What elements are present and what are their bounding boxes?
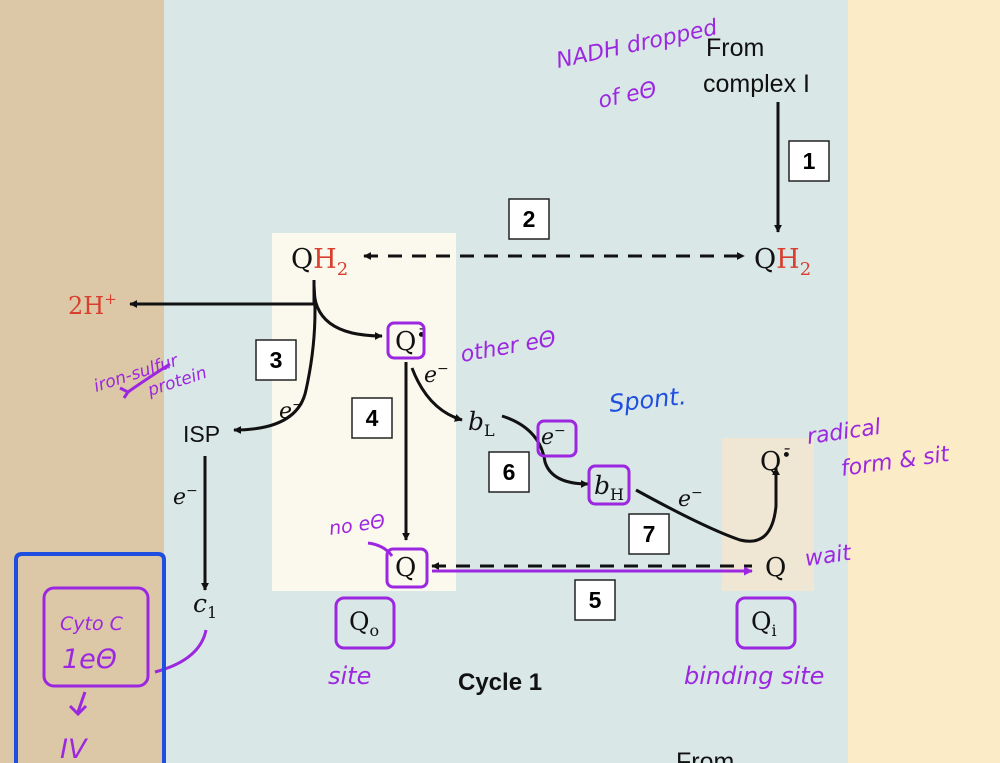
arrow-bl-to-bh <box>501 414 589 488</box>
isp-label: ISP <box>183 421 220 447</box>
membrane-left-region <box>0 0 164 763</box>
bl-base: b <box>468 407 484 436</box>
step-3-label: 3 <box>270 347 283 373</box>
step-6-box <box>488 451 530 493</box>
bl-sub: L <box>484 421 495 440</box>
electron-bl-sup: − <box>554 423 566 439</box>
arrow-bh-to-qi <box>635 467 780 543</box>
cycle-label: Cycle 1 <box>458 669 542 696</box>
from-bottom-label: From <box>676 748 734 763</box>
heme-bh-label: bH <box>594 471 624 504</box>
step-6-label: 6 <box>503 459 516 485</box>
cyto-annotation-box <box>42 586 150 688</box>
electron-c1-base: e <box>173 485 186 510</box>
electron-label-c1: e− <box>173 483 198 510</box>
qh2-left-sub: 2 <box>337 259 348 280</box>
electron-bl-base: e <box>541 425 554 450</box>
semiquinone-qi-base: Q <box>760 447 781 477</box>
electron-qo-base: e <box>424 363 437 388</box>
protons-label: 2H+ <box>68 290 117 320</box>
electron-label-bh: e− <box>678 485 703 512</box>
step-5-box <box>574 579 616 621</box>
step-2-box <box>508 198 550 240</box>
qi-site-box <box>722 438 814 591</box>
cyto-blue-outline <box>14 552 166 763</box>
step-7-box <box>628 513 670 555</box>
iron-sulfur-pointer-head <box>119 386 131 399</box>
semiquinone-qo-circle <box>386 321 426 360</box>
qh2-left-label: QH2 <box>291 244 348 280</box>
cytochrome-c1-label: c1 <box>193 589 217 622</box>
qo-label-circle <box>334 596 396 650</box>
semiquinone-qo-label: Q•̄ <box>395 326 426 357</box>
c1-sub: 1 <box>207 603 217 622</box>
qi-label-circle <box>735 596 797 650</box>
c1-base: c <box>193 589 207 618</box>
electron-label-bl: e− <box>541 423 566 450</box>
qh2-right-label: QH2 <box>754 244 811 280</box>
semiquinone-qo-base: Q <box>395 327 416 357</box>
step-4-label: 4 <box>366 405 379 431</box>
bh-sub: H <box>610 485 624 504</box>
semiquinone-qi-label: Q•̄ <box>760 446 791 477</box>
qh2-right-sub: 2 <box>800 259 811 280</box>
semiquinone-qi-mark: •̄ <box>781 446 791 466</box>
electron-label-isp: e− <box>279 397 304 424</box>
electron-isp-base: e <box>279 399 292 424</box>
qi-sub: i <box>772 621 777 640</box>
qh2-right-suffix: H <box>776 244 800 275</box>
electron-isp-sup: − <box>292 397 304 413</box>
quinone-qi-label: Q <box>765 553 786 583</box>
heme-bh-circle <box>587 464 631 506</box>
from-complex-label-line2: complex I <box>703 70 810 98</box>
from-complex-label-line1: From <box>706 34 764 62</box>
arrow-to-isp <box>233 284 317 434</box>
qo-sub: o <box>370 621 380 640</box>
bh-base: b <box>594 471 610 500</box>
qo-site-label: Qo <box>349 607 379 640</box>
qo-base: Q <box>349 607 370 636</box>
step-3-box <box>255 339 297 381</box>
electron-c1-sup: − <box>186 483 198 499</box>
protons-text: 2H <box>68 292 104 320</box>
step-7-label: 7 <box>643 521 656 547</box>
qh2-left-base: Q <box>291 244 313 275</box>
electron-label-qo: e− <box>424 361 449 388</box>
arrow-to-bl <box>410 367 463 422</box>
step-5-label: 5 <box>589 587 602 613</box>
cyto-down-pointer <box>76 691 87 713</box>
step-boxes: 1 2 3 4 5 6 7 <box>255 140 830 621</box>
binding-site-note: binding site <box>684 662 824 690</box>
annotation-ink <box>42 321 797 717</box>
site-note: site <box>328 662 371 690</box>
qi-base: Q <box>751 607 772 636</box>
electron-bl-circle <box>536 419 578 458</box>
cyto-down-pointer-head <box>68 704 88 717</box>
semiquinone-qo-mark: •̄ <box>416 326 426 346</box>
electron-bh-sup: − <box>691 485 703 501</box>
qh2-left-suffix: H <box>313 244 337 275</box>
heme-bl-label: bL <box>468 407 495 440</box>
step-4-box <box>351 397 393 439</box>
qh2-right-base: Q <box>754 244 776 275</box>
cyto-note-line1: Cyto C <box>60 613 124 635</box>
electron-bh-base: e <box>678 487 691 512</box>
roman-four-note: IV <box>60 734 89 763</box>
qi-site-label: Qi <box>751 607 777 640</box>
protons-sup: + <box>104 290 117 308</box>
electron-qo-sup: − <box>437 361 449 377</box>
step-2-label: 2 <box>523 206 536 232</box>
iron-sulfur-pointer <box>127 362 171 394</box>
quinone-qo-circle <box>385 547 429 589</box>
cyto-note-line2: 1eΘ <box>62 644 117 675</box>
no-e-pointer <box>367 541 394 557</box>
step-1-label: 1 <box>803 148 816 174</box>
membrane-right-region <box>848 0 1000 763</box>
quinone-qo-label: Q <box>395 553 416 583</box>
step-1-box <box>788 140 830 182</box>
